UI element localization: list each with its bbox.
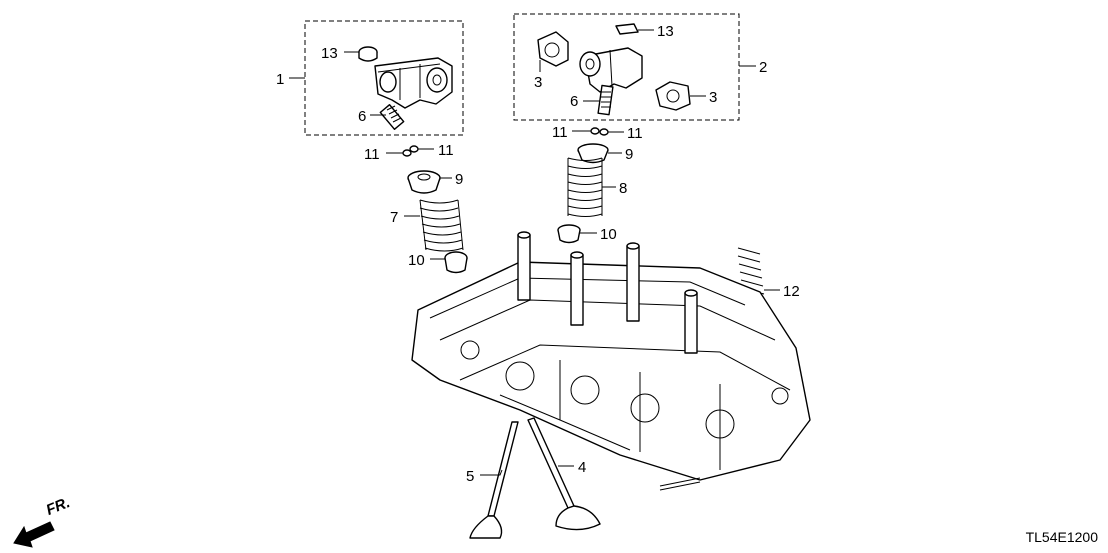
callout-11-d: 11	[627, 125, 643, 142]
part-8-valve-spring-right	[567, 157, 603, 217]
cylinder-head	[411, 231, 811, 491]
part-4-valve	[527, 417, 601, 531]
callout-2: 2	[759, 59, 767, 76]
callout-9-right: 9	[625, 146, 633, 163]
callout-10-left: 10	[408, 252, 425, 269]
part-9-retainer-right	[577, 143, 609, 164]
part-6-lash-adjuster-left	[379, 104, 405, 130]
part-3-holder-right	[655, 81, 691, 111]
callout-1: 1	[276, 71, 284, 88]
part-10-stem-seal-right	[557, 224, 581, 244]
callout-4: 4	[578, 459, 586, 476]
callout-13-left: 13	[321, 45, 338, 62]
group-box-2	[513, 13, 740, 121]
callout-6-right: 6	[570, 93, 578, 110]
callout-7: 7	[390, 209, 398, 226]
callout-6-left: 6	[358, 108, 366, 125]
callout-11-c: 11	[552, 124, 568, 141]
front-arrow-icon	[13, 521, 55, 548]
part-13-cap-left	[358, 46, 378, 62]
part-9-retainer-left	[407, 170, 441, 194]
callout-11-a: 11	[364, 146, 380, 163]
callout-5: 5	[466, 468, 474, 485]
drawing-code: TL54E1200	[1025, 529, 1098, 545]
rocker-arm-assembly-1	[374, 57, 453, 109]
callout-8: 8	[619, 180, 627, 197]
callout-9-left: 9	[455, 171, 463, 188]
callout-3-right: 3	[709, 89, 717, 106]
part-5-valve	[469, 421, 519, 539]
part-11-cotters-left	[402, 145, 419, 157]
callout-12: 12	[783, 283, 800, 300]
callout-10-right: 10	[600, 226, 617, 243]
part-7-valve-spring-left	[419, 199, 464, 252]
leader-lines	[289, 29, 780, 476]
part-13-cap-right	[615, 23, 639, 35]
callout-11-b: 11	[438, 142, 454, 159]
part-3-holder-left	[537, 31, 569, 67]
part-10-stem-seal-left	[444, 251, 468, 274]
callout-3-left: 3	[534, 74, 542, 91]
callout-13-right: 13	[657, 23, 674, 40]
part-6-lash-adjuster-right	[597, 84, 614, 116]
rocker-arm-assembly-2	[579, 47, 643, 93]
part-11-cotters-right	[590, 127, 609, 136]
